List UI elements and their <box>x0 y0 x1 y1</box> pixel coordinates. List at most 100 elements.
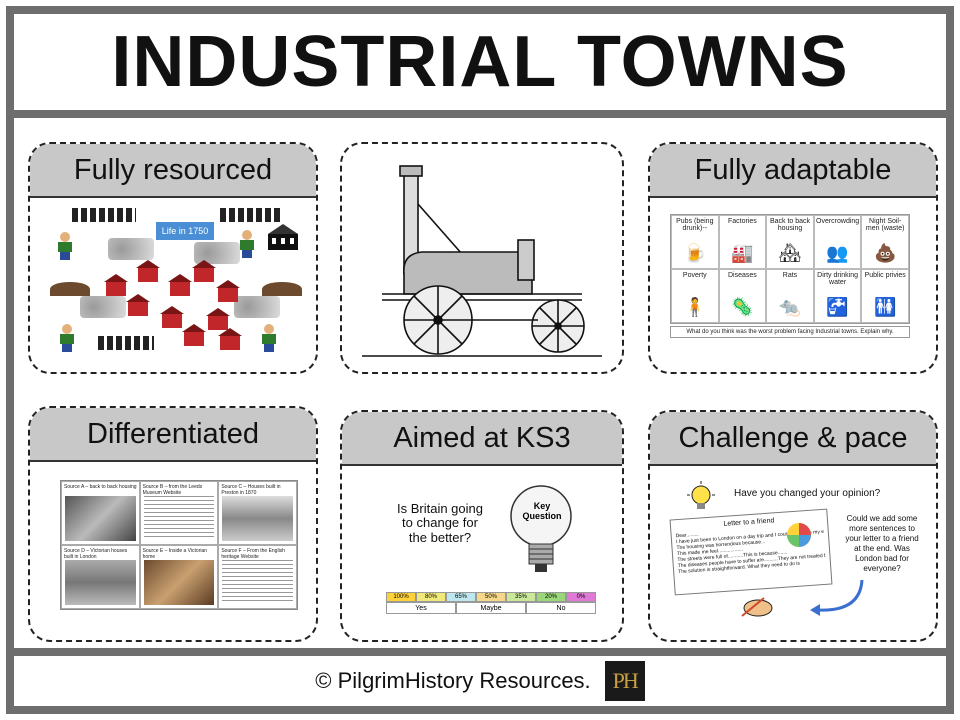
scale-80: 80% <box>416 592 446 602</box>
rat-icon: 🐀 <box>778 297 802 317</box>
card-differentiated: Differentiated Source A – back to back h… <box>28 406 318 642</box>
key-question-label: Key Question <box>522 501 562 521</box>
problem-cell: Dirty drinking water🚰 <box>813 269 862 323</box>
worst-problem-question: What do you think was the worst problem … <box>670 326 910 338</box>
smoke-cloud <box>234 296 280 318</box>
crowd-icon: 👥 <box>826 243 849 263</box>
problem-cell: Public privies🚻 <box>861 269 909 323</box>
card-fully-resourced: Fully resourced Life in 1750 <box>28 142 318 374</box>
house-icon <box>206 308 230 330</box>
worker-icon <box>60 324 74 352</box>
photo-placeholder <box>65 560 136 605</box>
photo-placeholder <box>65 496 136 541</box>
text-placeholder <box>222 560 293 604</box>
waste-icon: 💩 <box>873 243 897 263</box>
challenge-preview: Have you changed your opinion? Letter to… <box>664 474 922 626</box>
soil-mound <box>262 282 302 296</box>
life-in-1750-scene: Life in 1750 <box>44 206 302 358</box>
poverty-icon: 🧍 <box>683 297 707 317</box>
problem-cell: Factories🏭 <box>718 215 767 269</box>
problems-grid: Pubs (being drunk)--🍺 Factories🏭 Back to… <box>670 214 910 324</box>
lightbulb-idea-icon <box>687 481 715 509</box>
factory-skyline <box>220 208 280 222</box>
smoke-cloud <box>108 238 154 260</box>
key-question-text: Is Britain going to change for the bette… <box>397 501 483 545</box>
title-bar: INDUSTRIAL TOWNS <box>14 14 946 118</box>
scale-20: 20% <box>536 592 566 602</box>
card-rocket-locomotive <box>340 142 624 374</box>
house-icon <box>216 280 240 302</box>
answer-scale: Yes Maybe No <box>386 602 596 614</box>
card-header-fully-adaptable: Fully adaptable <box>650 144 936 198</box>
house-icon <box>136 260 160 282</box>
house-icon <box>104 274 128 296</box>
page-title: INDUSTRIAL TOWNS <box>111 22 849 102</box>
answer-yes: Yes <box>386 602 456 614</box>
scale-50: 50% <box>476 592 506 602</box>
worker-icon <box>58 232 72 260</box>
smoke-cloud <box>80 296 126 318</box>
house-icon <box>126 294 150 316</box>
card-header-aimed-at-ks3: Aimed at KS3 <box>342 412 622 466</box>
house-icon <box>192 260 216 282</box>
church-icon <box>268 224 298 250</box>
sources-grid: Source A – back to back housing Source B… <box>60 480 298 610</box>
beer-icon: 🍺 <box>683 243 707 263</box>
problem-cell: Overcrowding👥 <box>813 215 862 269</box>
problem-cell: Rats🐀 <box>766 269 814 323</box>
scale-100: 100% <box>386 592 416 602</box>
confidence-scale: 100% 80% 65% 50% 35% 20% 0% <box>386 592 596 602</box>
extension-question: Could we add some more sentences to your… <box>845 514 919 573</box>
problem-cell: Night Soil-men (waste)💩 <box>861 215 909 269</box>
color-wheel-icon <box>787 523 811 547</box>
photo-placeholder <box>143 560 215 605</box>
source-cell: Source F – From the English heritage Web… <box>218 545 297 609</box>
smoke-cloud <box>194 242 240 264</box>
worker-icon <box>262 324 276 352</box>
scale-65: 65% <box>446 592 476 602</box>
adaptable-preview: Pubs (being drunk)--🍺 Factories🏭 Back to… <box>664 206 922 358</box>
house-icon <box>160 306 184 328</box>
source-cell: Source B – from the Leeds Museum Website <box>139 481 219 545</box>
curved-arrow-icon <box>810 579 864 616</box>
differentiated-preview: Source A – back to back housing Source B… <box>44 470 302 626</box>
problem-cell: Pubs (being drunk)--🍺 <box>671 215 719 269</box>
scale-0: 0% <box>566 592 596 602</box>
problem-cell: Poverty🧍 <box>671 269 719 323</box>
factory-icon: 🏭 <box>731 243 754 263</box>
problem-cell: Back to back housing🏘 <box>766 215 814 269</box>
source-cell: Source E – Inside a Victorian home <box>139 545 219 609</box>
houses-icon: 🏘 <box>778 243 802 263</box>
life-in-1750-sign: Life in 1750 <box>156 222 214 240</box>
factory-skyline <box>98 336 154 350</box>
card-aimed-at-ks3: Aimed at KS3 Is Britain going to change … <box>340 410 624 642</box>
soil-mound <box>50 282 90 296</box>
copyright-text: © PilgrimHistory Resources. <box>315 668 591 693</box>
slide-frame: INDUSTRIAL TOWNS Fully resourced Life in… <box>6 6 954 714</box>
scale-35: 35% <box>506 592 536 602</box>
source-cell: Source A – back to back housing <box>61 481 140 545</box>
pilgrimhistory-logo: PH <box>604 661 645 701</box>
ks3-preview: Is Britain going to change for the bette… <box>356 474 608 626</box>
germ-icon: 🦠 <box>731 297 754 317</box>
footer: © PilgrimHistory Resources. PH <box>14 648 946 706</box>
writing-hand-icon <box>741 597 773 617</box>
house-icon <box>168 274 192 296</box>
problem-cell: Diseases🦠 <box>718 269 767 323</box>
wc-sign-icon: 🚻 <box>873 297 897 317</box>
card-header-challenge-and-pace: Challenge & pace <box>650 412 936 466</box>
house-icon <box>218 328 242 350</box>
photo-placeholder <box>222 496 293 541</box>
card-header-differentiated: Differentiated <box>30 408 316 462</box>
card-header-fully-resourced: Fully resourced <box>30 144 316 198</box>
resource-preview: Life in 1750 <box>44 206 302 358</box>
water-pump-icon: 🚰 <box>826 297 849 317</box>
opinion-question: Have you changed your opinion? <box>734 488 881 499</box>
answer-maybe: Maybe <box>456 602 526 614</box>
worker-icon <box>240 230 254 258</box>
card-fully-adaptable: Fully adaptable Pubs (being drunk)--🍺 Fa… <box>648 142 938 374</box>
source-cell: Source C – Houses built in Preston in 18… <box>218 481 297 545</box>
source-cell: Source D – Victorian houses built in Lon… <box>61 545 140 609</box>
house-icon <box>182 324 206 346</box>
locomotive-illustration <box>362 165 602 357</box>
